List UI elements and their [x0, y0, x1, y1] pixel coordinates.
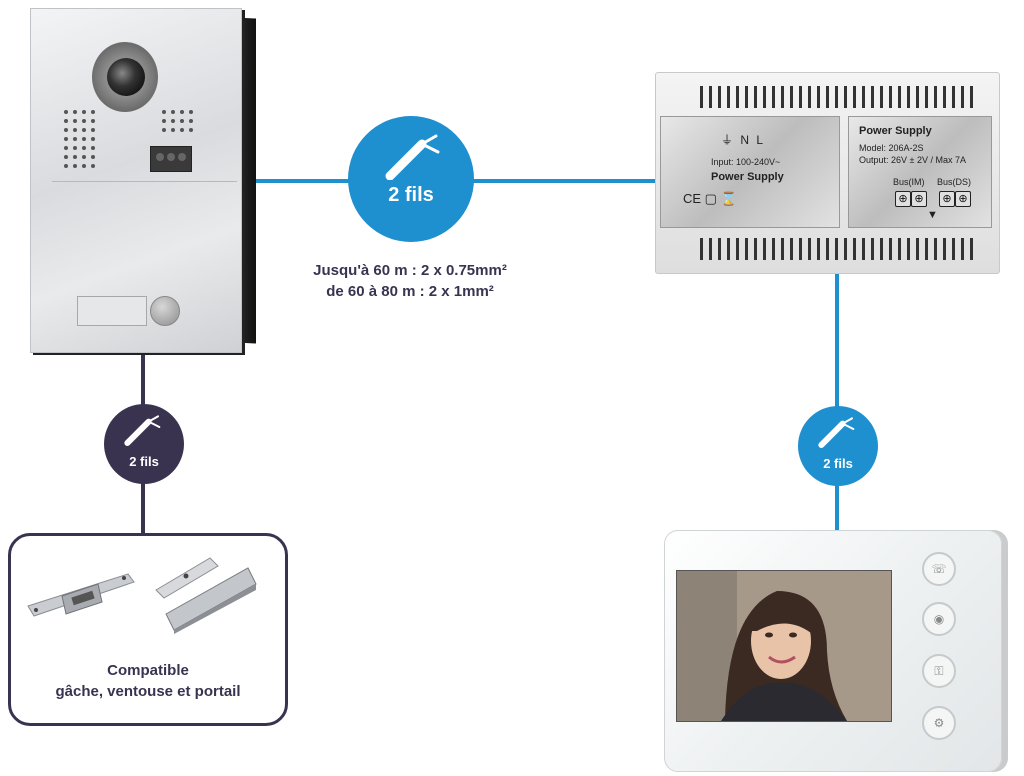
monitor-screen	[676, 570, 892, 722]
bus-ds-label: Bus(DS)	[937, 177, 972, 187]
input-spec: Input: 100-240V~	[711, 157, 781, 167]
bus-im-label: Bus(IM)	[893, 177, 925, 187]
cable-icon	[124, 415, 161, 446]
magnetic-lock-icon	[155, 557, 257, 634]
accessories-box	[8, 533, 288, 726]
door-station-divider	[52, 181, 237, 182]
cable-badge-main: 2 fils	[348, 116, 474, 242]
right-label-title: Power Supply	[859, 125, 932, 137]
call-button	[150, 296, 180, 326]
badge-lock-label: 2 fils	[129, 454, 159, 469]
bottom-vents	[700, 238, 973, 260]
wire-psu-to-monitor	[835, 270, 839, 532]
cable-note-line1: Jusqu'à 60 m : 2 x 0.75mm²	[313, 262, 507, 279]
speaker-grille-right	[162, 110, 193, 132]
terminal-icon: ⊕	[955, 191, 971, 207]
cable-note-line2: de 60 à 80 m : 2 x 1mm²	[326, 283, 494, 300]
badge-main-label: 2 fils	[388, 184, 434, 206]
ce-mark: CE ▢ ⌛	[683, 191, 737, 206]
left-label-title: Power Supply	[711, 171, 784, 183]
caller-portrait	[677, 571, 891, 721]
accessories-line1: Compatible	[107, 662, 189, 679]
power-supply-label-right: Power Supply Model: 206A-2S Output: 26V …	[848, 116, 992, 228]
cable-icon	[818, 417, 855, 448]
cable-badge-monitor: 2 fils	[798, 406, 878, 486]
arrow-down-icon: ▼	[927, 209, 938, 221]
cable-badge-lock: 2 fils	[104, 404, 184, 484]
terminal-icon: ⊕	[939, 191, 955, 207]
model-spec: Model: 206A-2S	[859, 143, 924, 153]
camera-lens	[107, 58, 145, 96]
top-vents	[700, 86, 973, 108]
accessories-line2: gâche, ventouse et portail	[55, 683, 241, 700]
accessories-caption: Compatible gâche, ventouse et portail	[8, 660, 288, 702]
cable-icon	[385, 134, 440, 180]
terminal-symbols: ⏚ N L	[721, 133, 766, 147]
name-plate	[77, 296, 147, 326]
monitor-button-icon: ◉	[922, 602, 956, 636]
cable-note: Jusqu'à 60 m : 2 x 0.75mm² de 60 à 80 m …	[290, 260, 530, 302]
speaker-grille-left	[64, 110, 95, 168]
electric-strike-icon	[27, 573, 135, 617]
monitor-button-icon: ⚙	[922, 706, 956, 740]
monitor-button-icon: ⚿	[922, 654, 956, 688]
monitor-button-icon: ☏	[922, 552, 956, 586]
badge-monitor-label: 2 fils	[823, 456, 853, 471]
output-spec: Output: 26V ± 2V / Max 7A	[859, 155, 966, 165]
terminal-icon: ⊕	[911, 191, 927, 207]
power-supply-label-left: ⏚ N L Input: 100-240V~ Power Supply CE ▢…	[660, 116, 840, 228]
terminal-icon: ⊕	[895, 191, 911, 207]
infrared-led-panel	[150, 146, 192, 172]
